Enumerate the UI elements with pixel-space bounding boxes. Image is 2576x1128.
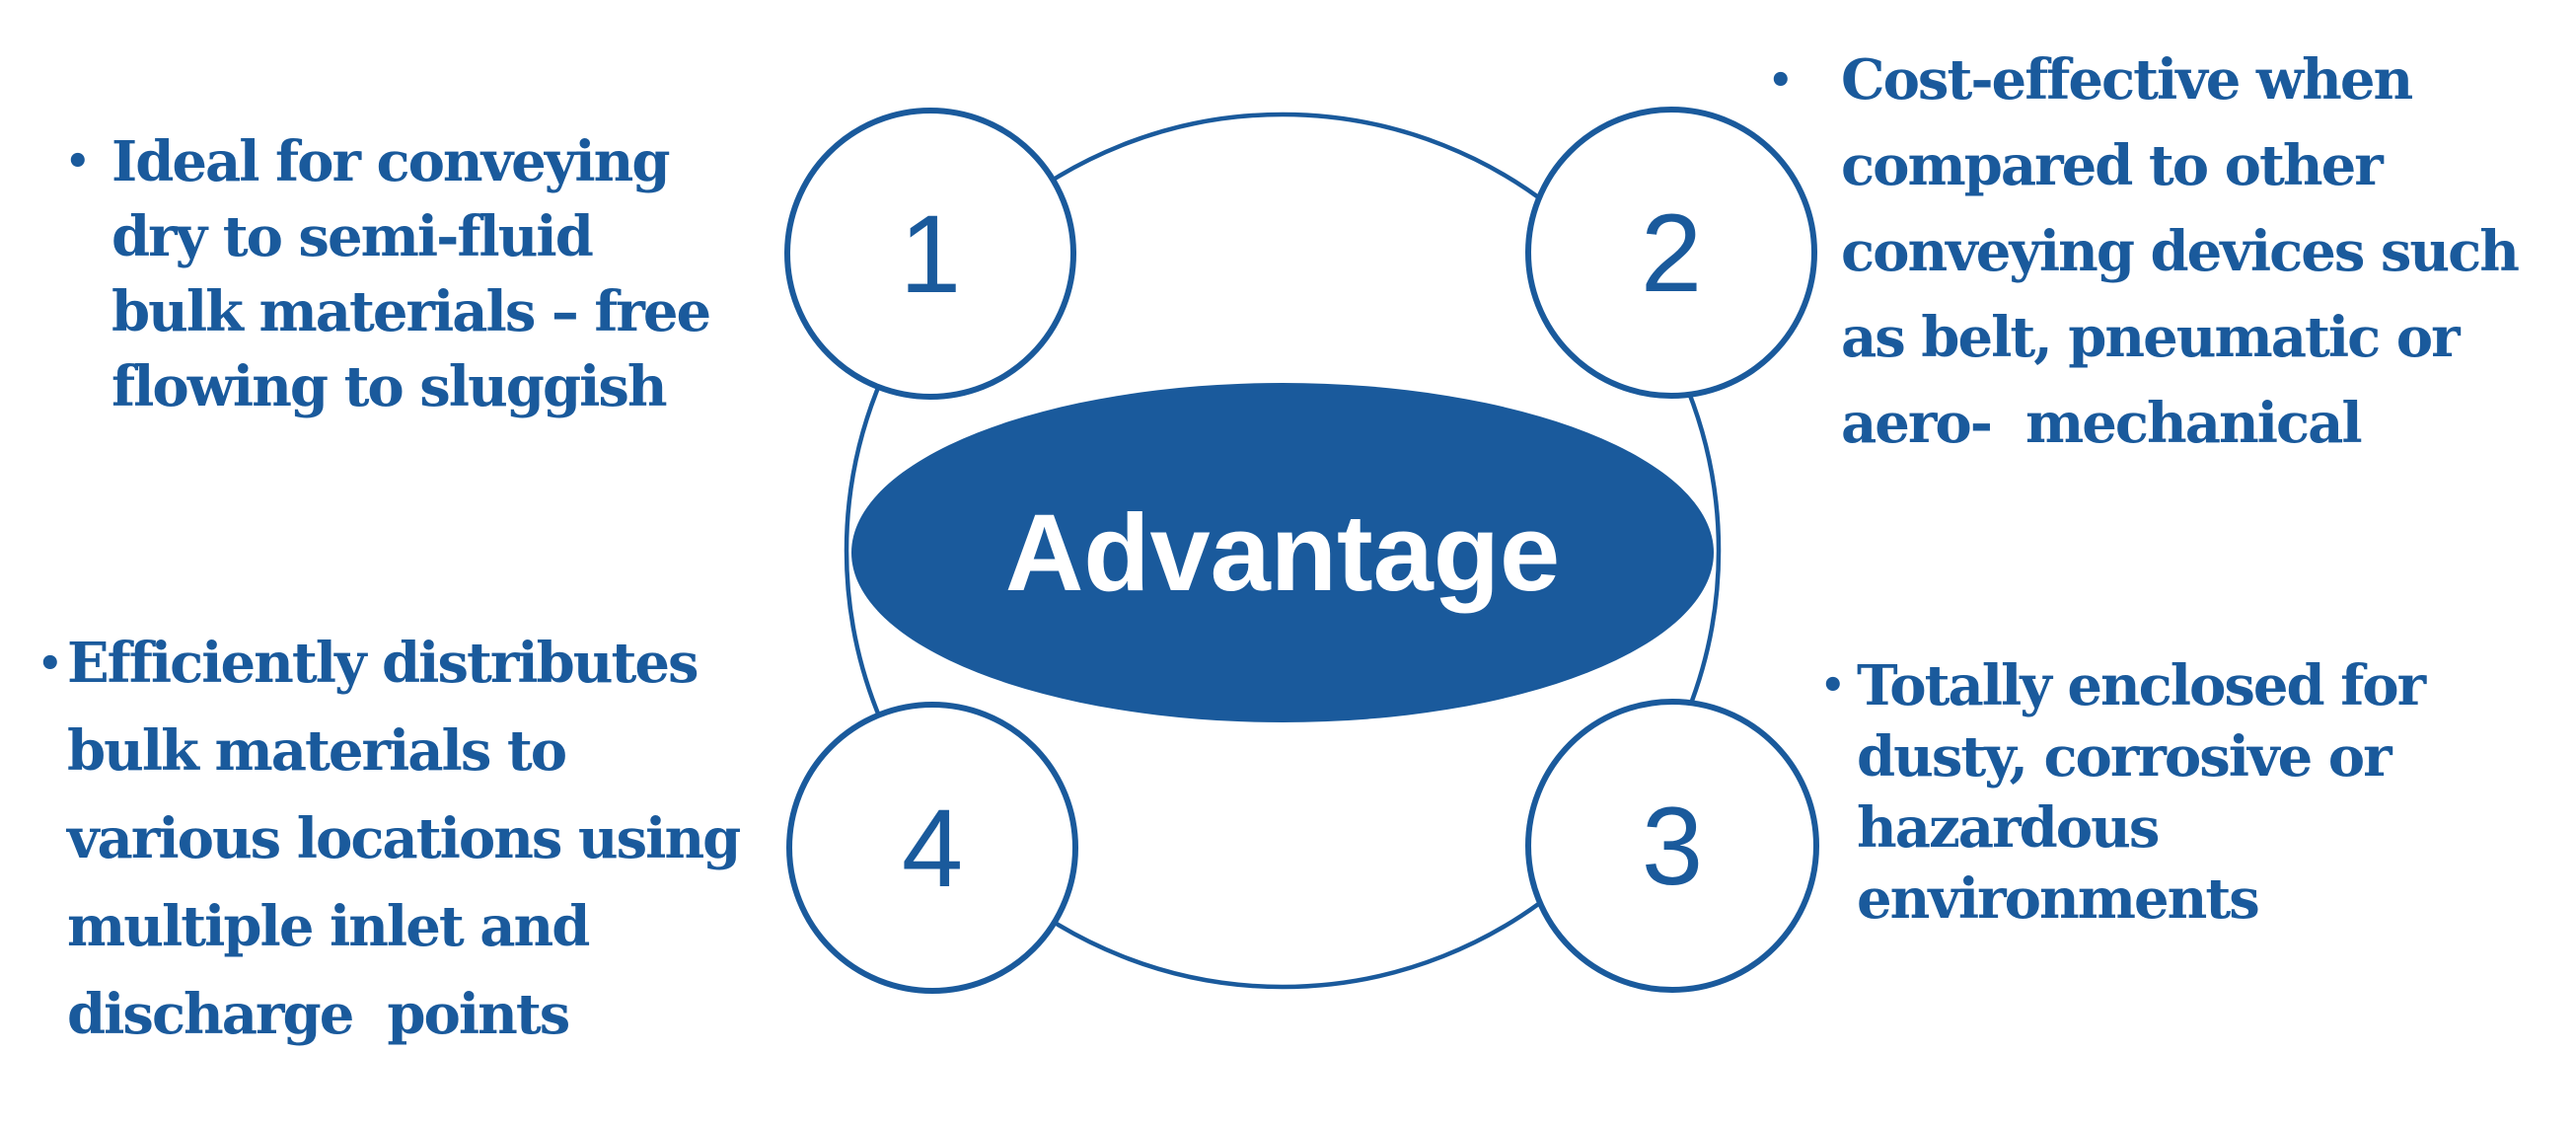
bullet-marker: •: [1768, 57, 1794, 104]
bullet-line: Totally enclosed for: [1857, 653, 2426, 718]
bullet-line: multiple inlet and: [67, 894, 590, 959]
node-circle-4: [786, 702, 1078, 994]
bullet-line: conveying devices such: [1841, 219, 2520, 284]
bullet-block-top-right: • Cost-effective when compared to other …: [1768, 38, 2520, 467]
bullet-line: various locations using: [67, 806, 741, 871]
bullet-line: Efficiently distributes: [67, 631, 699, 696]
node-number-4: 4: [901, 786, 964, 910]
node-number-3: 3: [1641, 784, 1704, 908]
bullet-line: as belt, pneumatic or: [1841, 305, 2461, 370]
advantage-ellipse: [851, 383, 1714, 722]
center-label-advantage: Advantage: [1004, 491, 1561, 614]
bullet-block-bottom-left: • Efficiently distributes bulk materials…: [37, 620, 741, 1059]
bullet-line: flowing to sluggish: [111, 354, 668, 419]
bullet-line: dry to semi-fluid: [111, 204, 594, 269]
bullet-line: compared to other: [1841, 133, 2384, 198]
node-number-2: 2: [1640, 190, 1703, 315]
bullet-line: bulk materials to: [67, 718, 567, 784]
bullet-line: bulk materials – free: [111, 279, 711, 344]
bullet-block-top-left: • Ideal for conveying dry to semi-fluid …: [65, 124, 711, 424]
node-circle-1: [784, 108, 1076, 400]
node-number-1: 1: [899, 191, 962, 316]
bullet-marker: •: [1820, 662, 1846, 709]
bullet-block-bottom-right: • Totally enclosed for dusty, corrosive …: [1820, 650, 2426, 935]
bullet-line: Cost-effective when: [1841, 47, 2413, 113]
bullet-line: environments: [1857, 866, 2260, 932]
bullet-marker: •: [65, 138, 91, 185]
node-circle-3: [1525, 699, 1819, 993]
bullet-line: Ideal for conveying: [111, 129, 671, 194]
bullet-line: aero- mechanical: [1841, 391, 2363, 456]
outer-ring-circle: [844, 112, 1722, 990]
bullet-line: dusty, corrosive or: [1857, 724, 2392, 790]
node-circle-2: [1525, 107, 1817, 399]
bullet-line: discharge points: [67, 982, 570, 1047]
bullet-marker: •: [37, 640, 63, 687]
bullet-line: hazardous: [1857, 795, 2160, 861]
